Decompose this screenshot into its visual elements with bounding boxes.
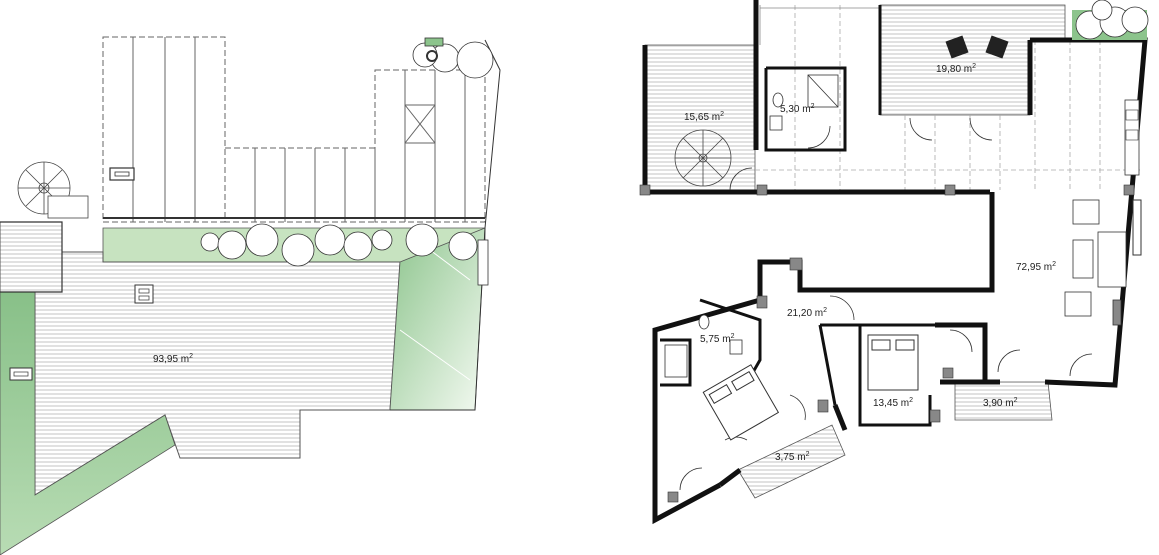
left-roof-plan — [0, 36, 501, 555]
spiral-staircase-left — [17, 161, 89, 219]
balcony-south-floor — [737, 424, 846, 499]
area-labels: 93,95 m2 15,65 m2 5,30 m2 19,80 m2 72,95… — [153, 63, 1056, 463]
balcony-east-floor — [954, 381, 1053, 421]
label-bathroom-upper: 5,30 m2 — [780, 103, 815, 115]
label-hall: 21,20 m2 — [787, 307, 827, 319]
doors — [679, 117, 1093, 491]
label-balcony-east: 3,90 m2 — [983, 397, 1018, 409]
label-terrace-west: 15,65 m2 — [684, 111, 724, 123]
spiral-staircase-right — [674, 129, 732, 187]
right-apartment-plan — [639, 0, 1149, 525]
lounge-chairs — [945, 35, 1009, 59]
label-bedroom-east: 13,45 m2 — [873, 397, 913, 409]
trees-row — [200, 37, 494, 267]
label-living: 72,95 m2 — [1016, 261, 1056, 273]
chimney — [109, 167, 135, 181]
roof-terrace-floor — [0, 221, 401, 496]
bathroom-fixtures — [664, 74, 839, 378]
label-terrace-north: 19,80 m2 — [936, 63, 976, 75]
living-furniture — [1064, 199, 1127, 317]
skylight — [404, 104, 436, 144]
beds — [702, 334, 919, 441]
pergola — [102, 36, 486, 223]
label-balcony-south: 3,75 m2 — [775, 451, 810, 463]
trees-top-right — [1072, 0, 1149, 40]
label-bathroom-lower: 5,75 m2 — [700, 333, 735, 345]
terrace-north-floor — [879, 4, 1066, 116]
label-roof-terrace: 93,95 m2 — [153, 353, 193, 365]
